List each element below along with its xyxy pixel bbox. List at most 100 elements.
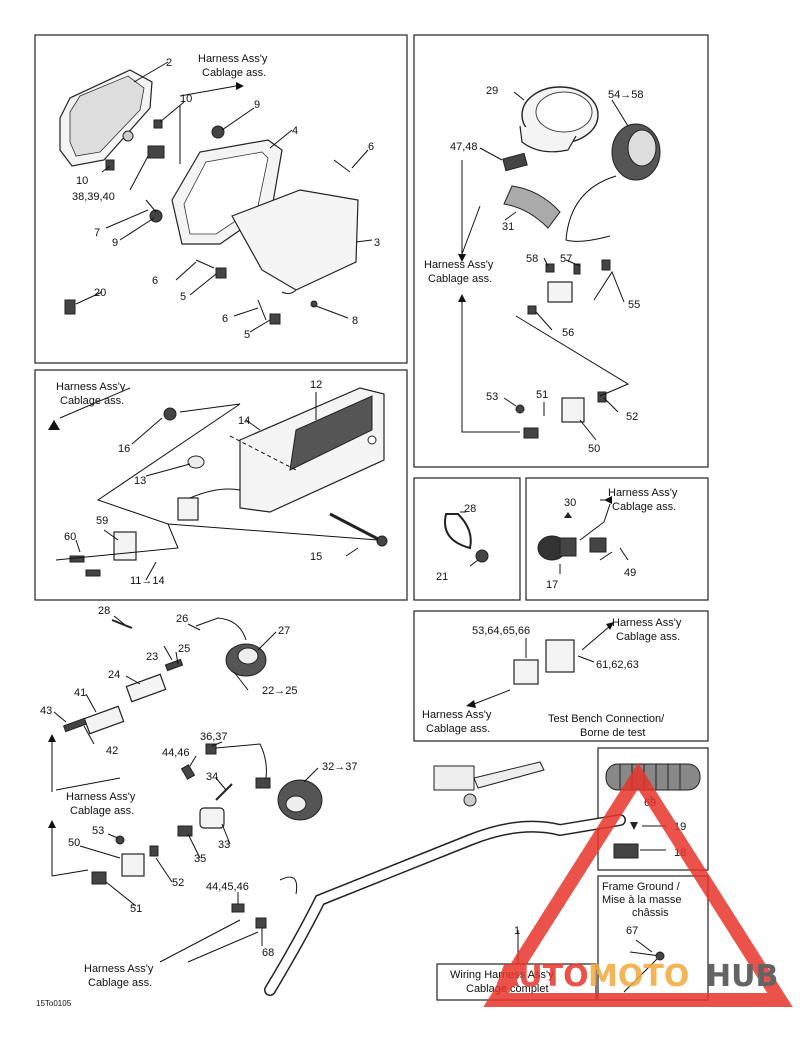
- harness-en-3: Harness Ass'y: [56, 381, 126, 393]
- label-31: 31: [502, 221, 514, 233]
- label-10b: 10: [76, 175, 88, 187]
- harness-fr-8: Cablage ass.: [88, 977, 152, 989]
- part-labels: 2 10 9 4 6 10 38,39,40 7 9 3 6 5 20 6 8 …: [40, 57, 686, 959]
- part-68: [255, 917, 267, 929]
- label-42: 42: [106, 745, 118, 757]
- label-16: 16: [118, 443, 130, 455]
- frame-ground-fr2: châssis: [632, 907, 669, 919]
- part-57b: [601, 259, 611, 271]
- label-26: 26: [176, 613, 188, 625]
- part-41-connector: [83, 705, 125, 735]
- wiring-harness-en: Wiring Harness Ass'y: [450, 969, 554, 981]
- part-42-terminals: [62, 717, 88, 733]
- label-58: 58: [526, 253, 538, 265]
- label-61-62-63: 61,62,63: [596, 659, 639, 671]
- part-52a: [597, 391, 607, 403]
- part-60-terminals: [69, 555, 85, 563]
- label-21: 21: [436, 571, 448, 583]
- label-6c: 6: [222, 313, 228, 325]
- part-6a-screw: [333, 159, 351, 173]
- label-11-14: 11→14: [130, 575, 165, 587]
- label-68: 68: [262, 947, 274, 959]
- label-23: 23: [146, 651, 158, 663]
- label-1: 1: [514, 925, 520, 937]
- part-47-48-plate: [502, 152, 528, 172]
- label-28a: 28: [464, 503, 476, 515]
- label-50a: 50: [588, 443, 600, 455]
- label-36-37: 36,37: [200, 731, 228, 743]
- part-52b: [149, 845, 159, 857]
- part-21-clip: [475, 549, 489, 563]
- label-53b: 53: [92, 825, 104, 837]
- part-59-housing: [113, 531, 137, 561]
- part-13-bulb: [187, 455, 205, 469]
- part-69-grip: [605, 763, 701, 791]
- watermark-moto: MOTO: [588, 959, 689, 994]
- label-32-37: 32→37: [322, 761, 357, 773]
- label-15: 15: [310, 551, 322, 563]
- harness-notes: Harness Ass'y Cablage ass. Harness Ass'y…: [56, 53, 682, 989]
- part-8-screw: [310, 300, 318, 308]
- frame-ground-fr1: Mise à la masse: [602, 894, 681, 906]
- label-9b: 9: [112, 237, 118, 249]
- label-12: 12: [310, 379, 322, 391]
- diagram-code: 15To0105: [36, 999, 72, 1008]
- label-51b: 51: [130, 903, 142, 915]
- headlight-housing: [171, 139, 359, 295]
- harness-fr-6: Cablage ass.: [426, 723, 490, 735]
- label-43: 43: [40, 705, 52, 717]
- panel-taillight: [34, 369, 408, 601]
- label-9a: 9: [254, 99, 260, 111]
- label-13: 13: [134, 475, 146, 487]
- harness-fr-4: Cablage ass.: [612, 501, 676, 513]
- part-15-head: [376, 535, 388, 547]
- label-38-39-40: 38,39,40: [72, 191, 115, 203]
- part-53a: [515, 404, 525, 414]
- panel-grip: [597, 747, 709, 871]
- harness-fr-3: Cablage ass.: [60, 395, 124, 407]
- watermark-triangle: [483, 762, 793, 1007]
- harness-fr-2: Cablage ass.: [428, 273, 492, 285]
- part-6c-screw: [257, 299, 267, 321]
- panel-test-bench: [413, 610, 709, 742]
- label-10a: 10: [180, 93, 192, 105]
- label-6b: 6: [152, 275, 158, 287]
- part-44-45-46: [231, 903, 245, 913]
- label-27: 27: [278, 625, 290, 637]
- harness-en-8: Harness Ass'y: [84, 963, 154, 975]
- label-2: 2: [166, 57, 172, 69]
- label-49: 49: [624, 567, 636, 579]
- panel-gauge: [413, 34, 709, 468]
- part-25-terminals: [164, 658, 184, 672]
- part-51a-seal: [523, 427, 539, 439]
- harness-en-2: Harness Ass'y: [424, 259, 494, 271]
- gauge-wire: [565, 175, 617, 242]
- label-5b: 5: [244, 329, 250, 341]
- harness-en-6: Harness Ass'y: [422, 709, 492, 721]
- gauge-cap: [611, 123, 661, 181]
- part-60b-terminals: [85, 569, 101, 577]
- automotohub-watermark: AUTO MOTO HUB: [483, 762, 793, 1007]
- watermark-hub: HUB: [706, 959, 778, 994]
- part-7-screw: [145, 199, 157, 213]
- part-test-connector-b: [545, 639, 575, 673]
- label-57: 57: [560, 253, 572, 265]
- label-33: 33: [218, 839, 230, 851]
- label-8: 8: [352, 315, 358, 327]
- part-49-connector: [589, 537, 607, 553]
- part-18: [613, 843, 639, 859]
- part-throttle-connector: [255, 777, 271, 789]
- part-10b-clip: [105, 159, 115, 171]
- harness-en-1: Harness Ass'y: [198, 53, 268, 65]
- part-26-cable: [195, 617, 247, 641]
- part-16-bulb: [163, 407, 177, 421]
- label-34: 34: [206, 771, 218, 783]
- harness-fr-5: Cablage ass.: [616, 631, 680, 643]
- part-15-screw: [329, 512, 381, 542]
- label-55: 55: [628, 299, 640, 311]
- label-17: 17: [546, 579, 558, 591]
- label-14: 14: [238, 415, 250, 427]
- taillight: [239, 387, 385, 513]
- part-taillight-connector: [177, 497, 199, 521]
